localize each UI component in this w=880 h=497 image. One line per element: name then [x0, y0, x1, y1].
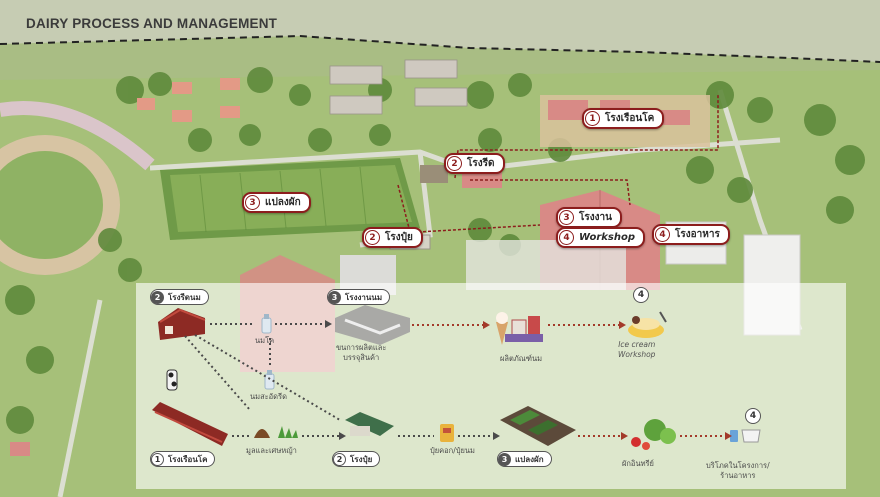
dairy-products-icon [496, 312, 543, 345]
station-number: 2 [333, 452, 346, 466]
station-number: 3 [498, 452, 511, 466]
fertilizer-shed-icon [345, 412, 394, 436]
process-flow-panel [136, 283, 846, 489]
fertilizer-bag-icon [440, 424, 454, 442]
map-label-workshop[interactable]: 4 Workshop [556, 227, 646, 248]
consume-step-badge: 4 [745, 408, 761, 424]
label-number: 3 [245, 195, 260, 210]
flow-station-milk-factory[interactable]: 3 โรงงานนม [327, 289, 391, 305]
milking-shed-icon [158, 308, 206, 340]
cow-barn-icon [152, 402, 228, 446]
label-text: โรงปุ๋ย [385, 232, 413, 243]
caption-sour-milk: นมสะอัดรีด [250, 392, 287, 401]
milk-bottle-icon [261, 314, 272, 334]
label-text: โรงเรือนโค [605, 113, 655, 124]
label-text: โรงอาหาร [675, 229, 720, 240]
label-number: 4 [559, 230, 574, 245]
organic-vegetables-icon [631, 419, 676, 450]
station-number: 3 [328, 290, 341, 304]
page-title: DAIRY PROCESS AND MANAGEMENT [26, 16, 278, 31]
station-text: โรงเรือนโค [168, 454, 208, 464]
map-label-cow-barn[interactable]: 1 โรงเรือนโค [582, 108, 665, 129]
flow-station-milking[interactable]: 2 โรงรีดนม [150, 289, 209, 305]
flow-station-fertilizer[interactable]: 2 โรงปุ๋ย [332, 451, 381, 467]
caption-consume: บริโภคในโครงการ/ ร้านอาหาร [706, 461, 770, 481]
caption-dairy-products: ผลิตภัณฑ์นม [500, 354, 543, 363]
station-text: โรงรีดนม [168, 292, 201, 302]
label-number: 3 [559, 210, 574, 225]
restaurant-icon [730, 429, 761, 443]
map-label-vegetable-plot[interactable]: 3 แปลงผัก [242, 192, 311, 213]
manure-grass-icon [254, 426, 298, 438]
station-text: โรงงานนม [345, 292, 383, 302]
caption-line: บรรจุสินค้า [343, 353, 380, 362]
label-text: แปลงผัก [265, 197, 301, 208]
ice-cream-workshop-icon [628, 311, 667, 338]
caption-ice-cream-workshop: Ice cream Workshop [618, 340, 655, 360]
caption-line: บริโภคในโครงการ/ [706, 461, 770, 470]
map-label-fertilizer-shed[interactable]: 2 โรงปุ๋ย [362, 227, 423, 248]
cow-icon [166, 369, 178, 391]
label-text: โรงรีด [467, 158, 495, 169]
label-number: 2 [365, 230, 380, 245]
flow-station-cow-barn[interactable]: 1 โรงเรือนโค [150, 451, 216, 467]
label-text: Workshop [579, 232, 636, 243]
caption-organic-vegetables: ผักอินทรีย์ [622, 459, 654, 468]
map-label-canteen[interactable]: 4 โรงอาหาร [652, 224, 730, 245]
station-text: โรงปุ๋ย [350, 454, 373, 464]
label-text: โรงงาน [579, 212, 612, 223]
caption-line: ร้านอาหาร [720, 471, 756, 480]
caption-fertilizer-product: ปุ๋ยคอก/ปุ๋ยนม [430, 446, 475, 455]
station-number: 2 [151, 290, 164, 304]
vegetable-plot-icon [500, 406, 576, 446]
label-number: 4 [655, 227, 670, 242]
label-number: 2 [447, 156, 462, 171]
caption-line: ขนการผลิตและ [336, 343, 387, 352]
workshop-step-badge: 4 [633, 287, 649, 303]
caption-line: Ice cream [618, 340, 656, 349]
flow-station-vegetable-plot[interactable]: 3 แปลงผัก [497, 451, 552, 467]
milk-factory-icon [335, 305, 410, 345]
station-text: แปลงผัก [515, 454, 544, 464]
station-number: 1 [151, 452, 164, 466]
caption-raw-milk: นมโค [255, 336, 275, 345]
caption-manure: มูลและเศษหญ้า [246, 446, 297, 455]
map-label-milking-shed[interactable]: 2 โรงรีด [444, 153, 505, 174]
label-number: 1 [585, 111, 600, 126]
map-label-factory[interactable]: 3 โรงงาน [556, 207, 622, 228]
caption-line: Workshop [618, 350, 656, 359]
caption-process: ขนการผลิตและ บรรจุสินค้า [336, 343, 386, 363]
